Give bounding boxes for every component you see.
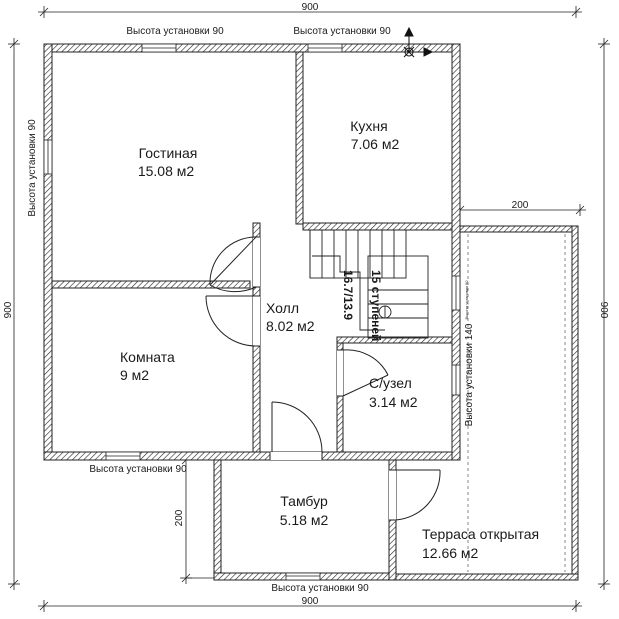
door-openings [253,237,396,520]
dim-top: 900 [302,2,319,13]
dim-right: 900 [598,302,609,319]
dimension-lines [8,6,610,612]
door-room [205,295,257,347]
window-labels: Высота установки 90 Высота установки 90 … [27,26,475,594]
room-tambur-area: 5.18 м2 [280,512,329,528]
dimension-labels: 900 900 900 900 200 200 [3,2,609,607]
room-hall-area: 8.02 м2 [266,318,315,334]
window-label-bottom-left: Высота установки 90 [89,464,187,475]
dim-left: 900 [3,301,14,318]
room-terrace-area: 12.66 м2 [422,545,479,561]
room-room-name: Комната [120,349,175,365]
room-hall-name: Холл [266,300,299,316]
room-bathroom-name: С/узел [369,375,412,391]
room-living-name: Гостиная [139,145,198,161]
dim-terrace-width: 200 [512,200,529,211]
dim-bottom: 900 [302,596,319,607]
door-hall-tambur [271,401,323,453]
room-living-area: 15.08 м2 [138,163,195,179]
room-terrace-name: Терраса открытая [422,526,539,542]
room-kitchen-name: Кухня [350,118,387,134]
windows [43,43,461,581]
room-bathroom-area: 3.14 м2 [369,394,418,410]
stair-size-label: 16.7/13.9 [341,270,355,320]
door-bathroom [342,349,389,397]
window-label-top-left: Высота установки 90 [126,26,224,37]
window-label-left: Высота установки 90 [27,119,38,217]
stair-labels: 15 ступеней 16.7/13.9 [341,270,383,341]
room-kitchen-area: 7.06 м2 [351,136,400,152]
room-labels: Гостиная 15.08 м2 Кухня 7.06 м2 Холл 8.0… [120,118,539,561]
room-room-area: 9 м2 [120,367,149,383]
room-tambur-name: Тамбур [280,493,328,509]
north-arrow-icon [403,26,434,58]
doors [205,236,441,521]
window-label-right: Высота установки 140 [464,323,475,426]
staircase [309,229,429,339]
stair-steps-label: 15 ступеней [369,270,383,341]
door-living [209,236,257,293]
window-label-right-small: Высота установки 90 [464,280,469,320]
dim-tambur-depth: 200 [174,509,185,526]
terrace-rails [467,234,566,572]
window-label-top-right: Высота установки 90 [293,26,391,37]
window-label-bottom-center: Высота установки 90 [271,583,369,594]
door-tambur-terrace [395,469,441,521]
